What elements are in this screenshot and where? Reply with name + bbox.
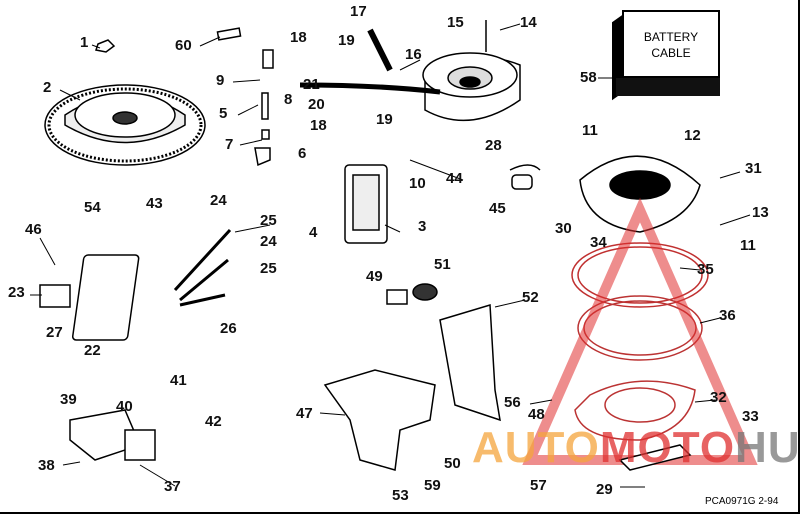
- battery-label-line1: BATTERY: [643, 30, 699, 44]
- part-callout: 6: [298, 145, 307, 162]
- part-callout: 47: [296, 405, 313, 422]
- part-callout: 18: [290, 29, 307, 46]
- part-callout: 36: [719, 307, 736, 324]
- part-callout: 21: [303, 76, 320, 93]
- part-callout: 29: [596, 481, 613, 498]
- part-callout: 8: [284, 91, 293, 108]
- part-callout: 30: [555, 220, 572, 237]
- part-callout: 49: [366, 268, 383, 285]
- part-callout: 37: [164, 478, 181, 495]
- part-callout: 7: [225, 136, 234, 153]
- part-callout: 46: [25, 221, 42, 238]
- part-callout: 11: [740, 237, 756, 254]
- part-callout: 18: [310, 117, 327, 134]
- part-callout: 51: [434, 256, 451, 273]
- part-callout: 15: [447, 14, 464, 31]
- watermark-part1: AUTO: [472, 423, 600, 472]
- part-callout: 39: [60, 391, 77, 408]
- part-callout: 23: [8, 284, 25, 301]
- part-callout: 19: [376, 111, 393, 128]
- part-callout: 24: [210, 192, 227, 209]
- part-callout: 9: [216, 72, 225, 89]
- part-callout: 50: [444, 455, 461, 472]
- part-callout: 42: [205, 413, 222, 430]
- battery-cable-box-bottom: [616, 78, 720, 96]
- battery-cable-box: BATTERY CABLE: [622, 10, 720, 78]
- connectors: [254, 49, 274, 167]
- stator: [299, 20, 521, 122]
- part-callout: 27: [46, 324, 63, 341]
- part-callout: 3: [418, 218, 427, 235]
- part-callout: 38: [38, 457, 55, 474]
- part-callout: 53: [392, 487, 409, 504]
- part-callout: 43: [146, 195, 163, 212]
- flywheel: [44, 84, 206, 166]
- part-callout: 19: [338, 32, 355, 49]
- part-callout: 52: [522, 289, 539, 306]
- part-callout: 2: [43, 79, 52, 96]
- part-callout: 59: [424, 477, 441, 494]
- part-callout: 45: [489, 200, 506, 217]
- part-callout: 5: [219, 105, 228, 122]
- part-callout: 11: [582, 122, 598, 139]
- part-callout: 34: [590, 234, 607, 251]
- part-callout: 57: [530, 477, 547, 494]
- part-callout: 40: [116, 398, 133, 415]
- watermark: AUTOMOTOHUB: [472, 423, 800, 472]
- part-callout: 10: [409, 175, 426, 192]
- part-callout: 35: [697, 261, 714, 278]
- nut: [95, 39, 116, 53]
- part-callout: 13: [752, 204, 769, 221]
- part-callout: 26: [220, 320, 237, 337]
- part-callout: 56: [504, 394, 521, 411]
- part-callout: 22: [84, 342, 101, 359]
- part-callout: 28: [485, 137, 502, 154]
- part-callout: 1: [80, 34, 89, 51]
- part-callout: 32: [710, 389, 727, 406]
- part-callout: 31: [745, 160, 762, 177]
- drawing-code: PCA0971G 2-94: [705, 496, 779, 507]
- battery-label-line2: CABLE: [651, 45, 691, 60]
- part-callout: 25: [260, 212, 277, 229]
- part-callout: 17: [350, 3, 367, 20]
- part-callout: 25: [260, 260, 277, 277]
- part-callout: 20: [308, 96, 325, 113]
- part-callout: 4: [309, 224, 318, 241]
- power-pack: [39, 228, 232, 341]
- watermark-part2: MOTO: [599, 423, 736, 472]
- part-callout: 12: [684, 127, 701, 144]
- part-callout: 16: [405, 46, 422, 63]
- part-callout: 14: [520, 14, 537, 31]
- part-callout: 48: [528, 406, 545, 423]
- part-callout: 33: [742, 408, 759, 425]
- watermark-part3: HUB: [735, 423, 800, 472]
- timer-base: [579, 155, 701, 233]
- part-callout: 58: [580, 69, 597, 86]
- part-callout: 41: [170, 372, 187, 389]
- part-callout: 54: [84, 199, 101, 216]
- part-callout: 24: [260, 233, 277, 250]
- part-callout: 44: [446, 170, 463, 187]
- part-callout: 60: [175, 37, 192, 54]
